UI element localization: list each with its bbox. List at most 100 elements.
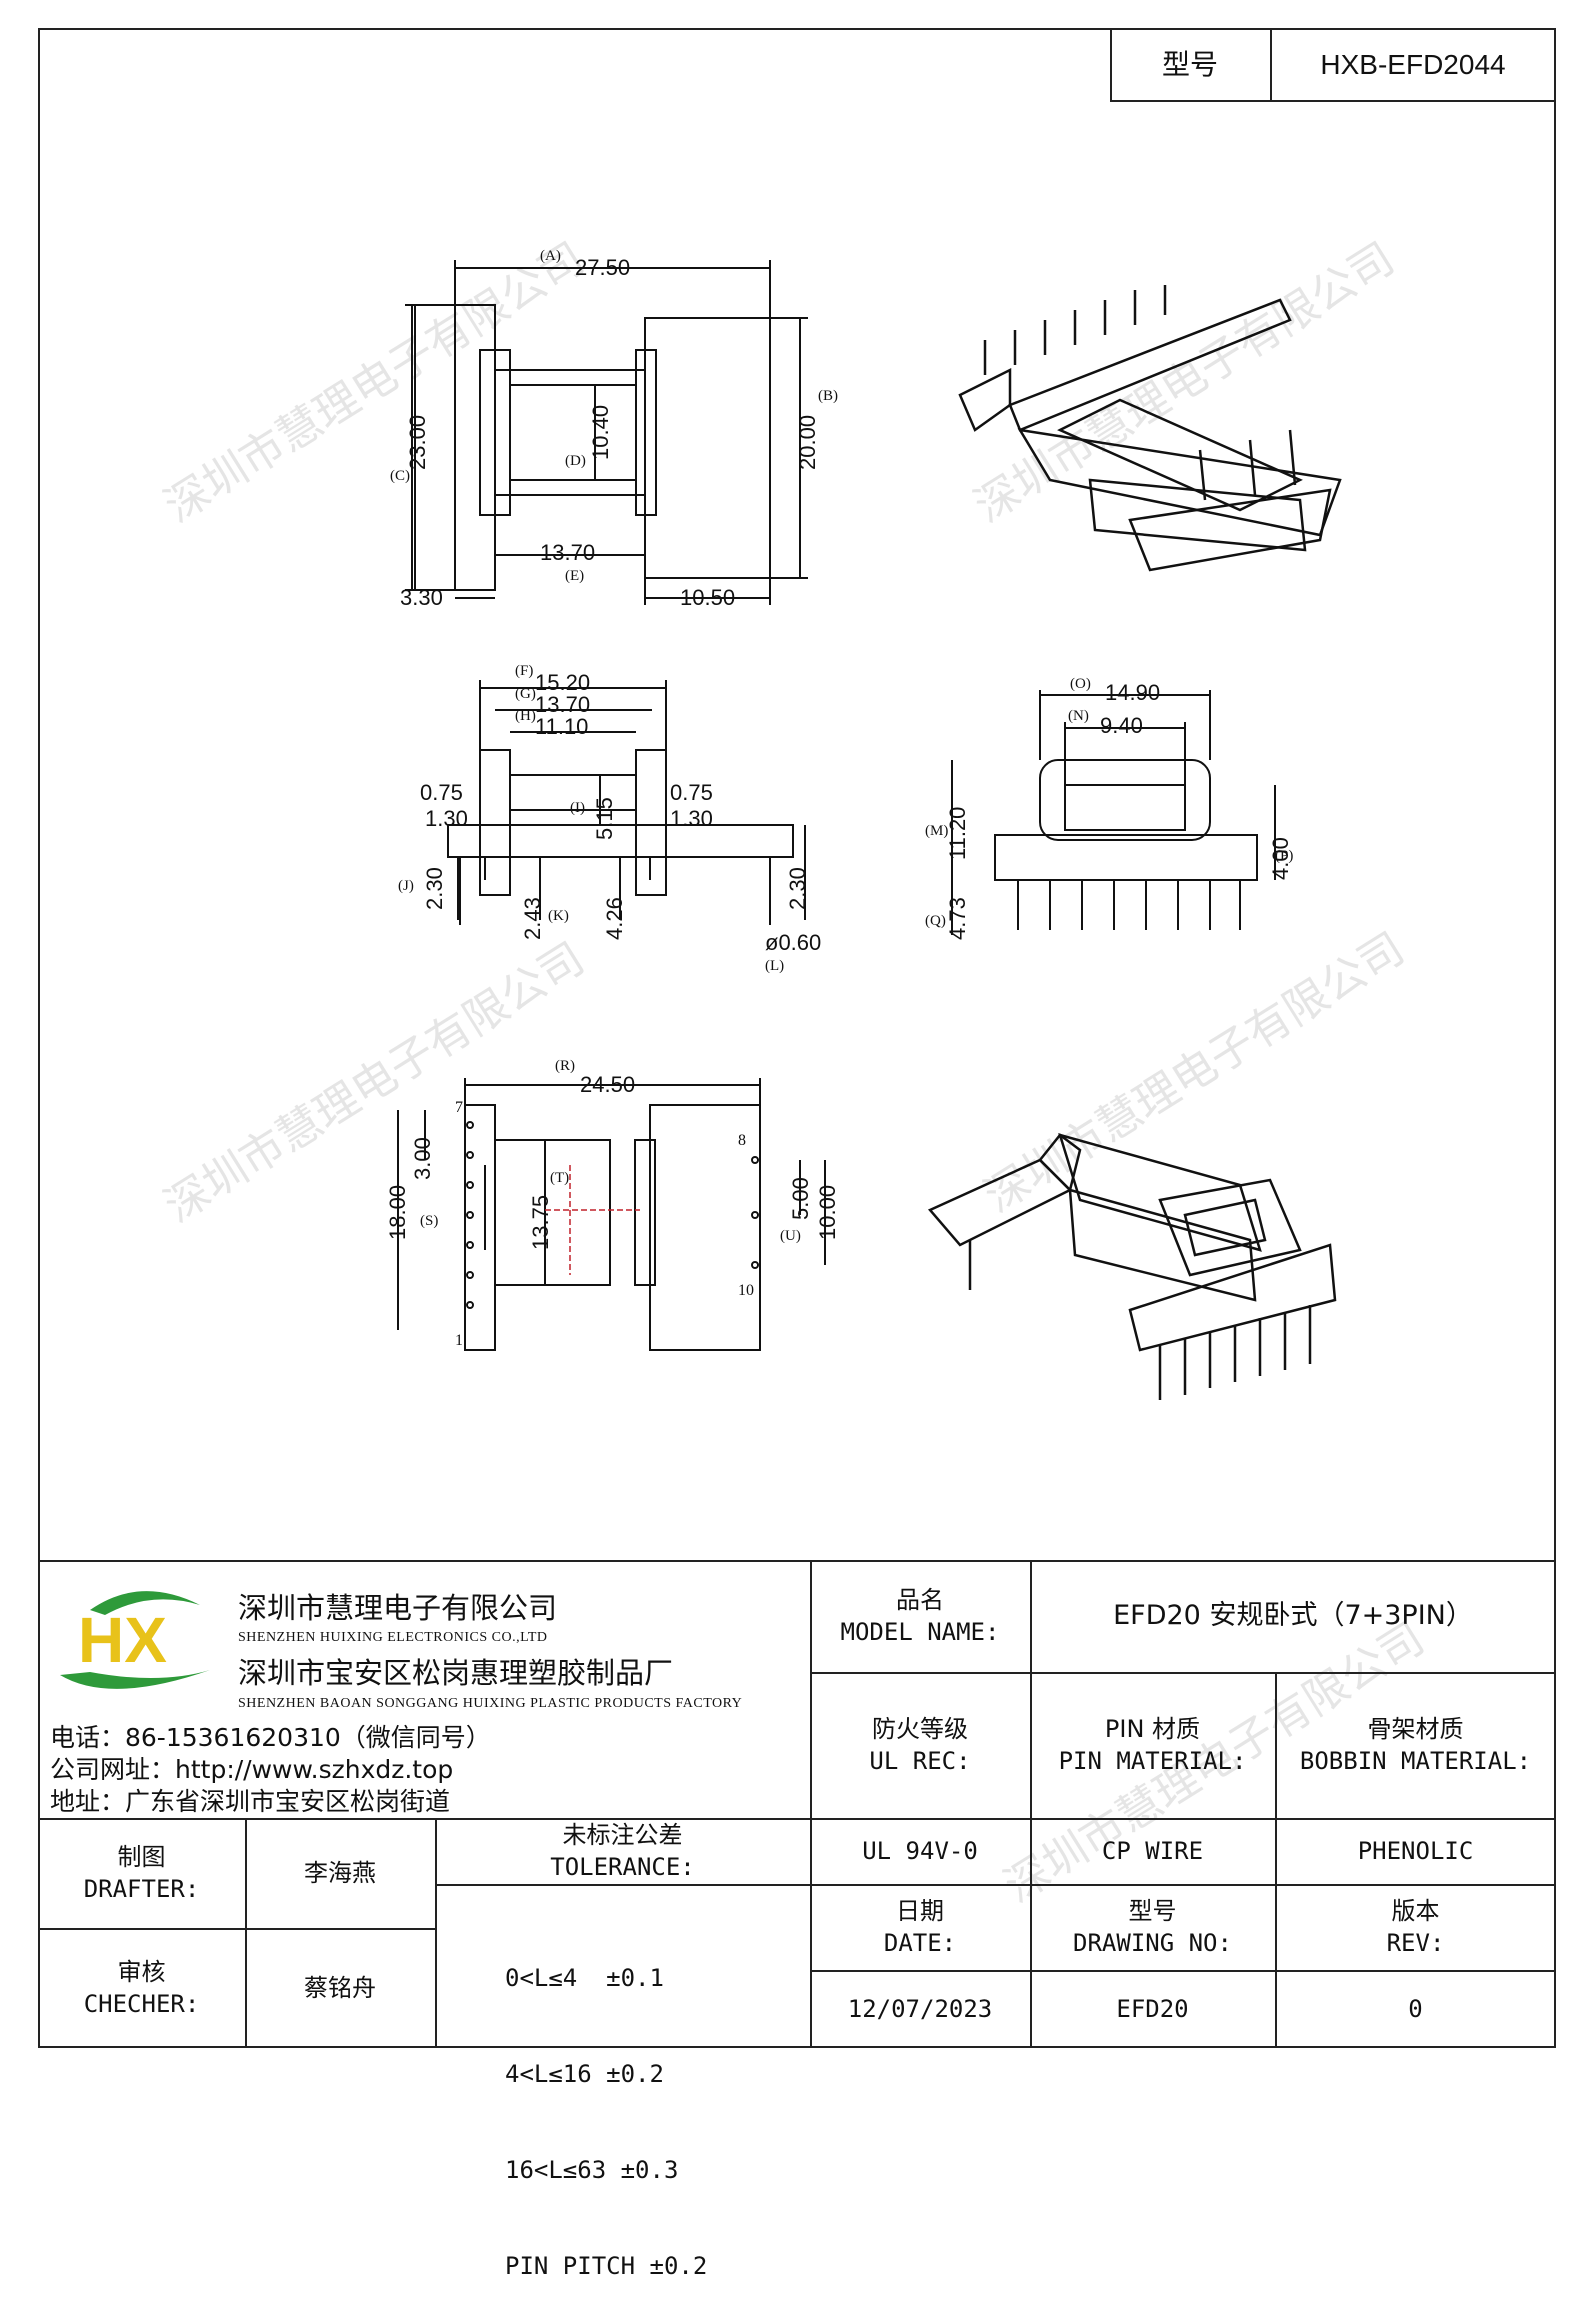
tolerance-row: 16<L≤63 ±0.3 — [505, 2156, 679, 2184]
model-header-box — [1110, 28, 1556, 102]
pin-7: 7 — [455, 1099, 463, 1116]
rev-label: 版本 REV: — [1275, 1884, 1556, 1970]
tolerance-row: 4<L≤16 ±0.2 — [505, 2060, 664, 2088]
tolerance-label-cn: 未标注公差 — [562, 1821, 683, 1849]
dim-front-K: 2.43 — [520, 897, 545, 940]
pin-material-label: PIN 材质 PIN MATERIAL: — [1030, 1672, 1275, 1818]
dim-top-D: 10.40 — [588, 405, 613, 460]
bobbin-material-label-cn: 骨架材质 — [1367, 1715, 1464, 1743]
ref-O: (O) — [1070, 676, 1091, 692]
model-name-value: EFD20 安规卧式（7+3PIN） — [1113, 1600, 1473, 1631]
bobbin-material-label-en: BOBBIN MATERIAL: — [1299, 1747, 1532, 1775]
ref-B: (B) — [818, 388, 838, 404]
dim-top-E: 13.70 — [540, 540, 595, 565]
drawing-frame — [38, 28, 1556, 2048]
pin-10: 10 — [738, 1282, 754, 1299]
ref-N: (N) — [1068, 708, 1089, 724]
company-address: 地址：广东省深圳市宝安区松岗街道 — [50, 1787, 451, 1816]
side-view — [951, 690, 1276, 935]
front-view — [447, 680, 806, 925]
dim-bottom-U: 10.00 — [815, 1185, 840, 1240]
dim-front-H: 11.10 — [535, 714, 588, 739]
tolerance-label: 未标注公差 TOLERANCE: — [435, 1818, 810, 1884]
technical-drawing: 27.50 23.00 20.00 10.40 13.70 3.30 10.50… — [385, 248, 1342, 1400]
company-name-en: SHENZHEN HUIXING ELECTRONICS CO.,LTD — [238, 1630, 548, 1645]
dim-front-230: 2.30 — [785, 867, 810, 910]
dim-side-Q: 4.73 — [945, 897, 970, 940]
model-name-label-cn: 品名 — [896, 1586, 944, 1614]
dim-front-G: 13.70 — [535, 692, 590, 717]
checker-label-en: CHECHER: — [83, 1990, 200, 2018]
ref-U: (U) — [780, 1228, 801, 1244]
pin-material-label-en: PIN MATERIAL: — [1058, 1747, 1247, 1775]
logo-letters: HX — [78, 1604, 167, 1676]
ul-rec-label-en: UL REC: — [869, 1747, 971, 1775]
bottom-view — [397, 1078, 826, 1351]
bobbin-material-label: 骨架材质 BOBBIN MATERIAL: — [1275, 1672, 1556, 1818]
factory-name-cn: 深圳市宝安区松岗惠理塑胶制品厂 — [238, 1656, 674, 1690]
dim-side-P: 4.00 — [1268, 837, 1293, 880]
dim-front-075a: 0.75 — [420, 780, 463, 805]
side-pins — [1017, 880, 1241, 930]
company-logo: HX — [60, 1591, 210, 1689]
dim-bottom-500: 5.00 — [788, 1177, 813, 1220]
model-name-label: 品名 MODEL NAME: — [810, 1560, 1030, 1672]
rev-value: 0 — [1408, 1995, 1423, 2023]
date-label: 日期 DATE: — [810, 1884, 1030, 1970]
model-value: HXB-EFD2044 — [1320, 49, 1506, 80]
dim-bottom-R: 24.50 — [580, 1072, 635, 1097]
company-name-cn: 深圳市慧理电子有限公司 — [238, 1591, 558, 1625]
tolerance-row: PIN PITCH ±0.2 — [505, 2252, 708, 2280]
drawing-no-label: 型号 DRAWING NO: — [1030, 1884, 1275, 1970]
dim-front-075b: 0.75 — [670, 780, 713, 805]
ref-Q: (Q) — [925, 913, 946, 929]
date-value: 12/07/2023 — [847, 1995, 993, 2023]
ref-I: (I) — [570, 800, 585, 816]
checker-label-cn: 审核 — [117, 1958, 166, 1986]
company-phone: 电话：86-15361620310（微信同号） — [50, 1723, 491, 1752]
rev-label-en: REV: — [1386, 1929, 1445, 1957]
dim-bottom-300: 3.00 — [410, 1137, 435, 1180]
drawing-no-value: EFD20 — [1116, 1995, 1189, 2023]
dim-side-N: 9.40 — [1100, 713, 1143, 738]
model-name-label-en: MODEL NAME: — [840, 1618, 1000, 1646]
ref-G: (G) — [515, 686, 536, 702]
dim-top-1050: 10.50 — [680, 585, 735, 610]
drafter-value: 李海燕 — [304, 1859, 376, 1887]
dim-top-330: 3.30 — [400, 585, 443, 610]
ref-J: (J) — [398, 878, 414, 894]
drafter-label-en: DRAFTER: — [83, 1875, 200, 1903]
ref-P: (P) — [1275, 848, 1293, 864]
bobbin-material-value: PHENOLIC — [1357, 1837, 1474, 1865]
isometric-view-top — [958, 285, 1342, 572]
dim-front-130b: 1.30 — [670, 806, 713, 831]
model-label: 型号 — [1161, 48, 1218, 81]
drafter-label-cn: 制图 — [117, 1843, 166, 1871]
ref-H: (H) — [515, 708, 536, 724]
top-view — [405, 260, 808, 605]
drafter-label: 制图 DRAFTER: — [38, 1818, 245, 1928]
bottom-pins — [466, 1121, 759, 1309]
dim-front-L: ø0.60 — [765, 930, 821, 955]
dim-top-A: 27.50 — [575, 255, 630, 280]
dim-front-F: 15.20 — [535, 670, 590, 695]
dim-side-O: 14.90 — [1105, 680, 1160, 705]
factory-name-en: SHENZHEN BAOAN SONGGANG HUIXING PLASTIC … — [238, 1696, 743, 1711]
checker-value: 蔡铭舟 — [304, 1974, 376, 2002]
dim-front-426: 4.26 — [602, 897, 627, 940]
checker-label: 审核 CHECHER: — [38, 1928, 245, 2048]
ref-L: (L) — [765, 958, 784, 974]
dim-side-M: 11.20 — [945, 807, 970, 860]
ul-rec-value: UL 94V-0 — [862, 1837, 978, 1865]
pin-1: 1 — [455, 1332, 463, 1349]
ref-E: (E) — [565, 568, 584, 584]
dim-front-I: 5.15 — [592, 797, 617, 840]
dim-top-B: 20.00 — [795, 415, 820, 470]
drawing-no-label-en: DRAWING NO: — [1073, 1929, 1232, 1957]
tolerance-label-en: TOLERANCE: — [550, 1853, 695, 1881]
date-label-cn: 日期 — [896, 1897, 944, 1925]
dim-front-130a: 1.30 — [425, 806, 468, 831]
ref-R: (R) — [555, 1058, 575, 1074]
dim-top-C: 23.00 — [405, 415, 430, 470]
company-website: 公司网址：http://www.szhxdz.top — [50, 1755, 454, 1784]
